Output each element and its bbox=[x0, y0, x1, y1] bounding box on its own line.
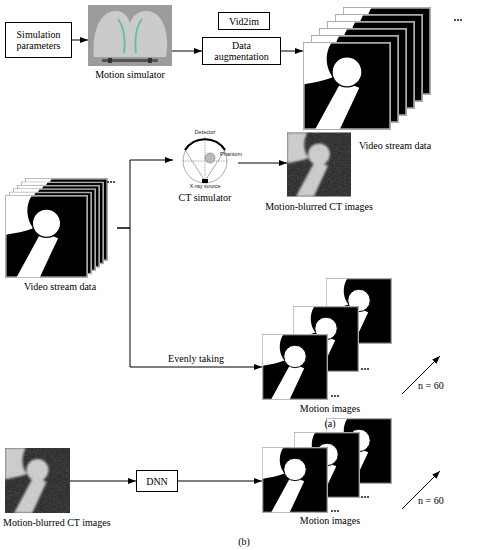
image-stack: Motion images bbox=[262, 278, 392, 400]
flow-arrow bbox=[70, 481, 136, 482]
part-name: X-ray source bbox=[189, 183, 220, 189]
image-caption: Motion-blurred CT images bbox=[3, 517, 111, 529]
flow-arrow bbox=[117, 160, 173, 228]
box-text: Data augmentation bbox=[205, 40, 278, 62]
image-caption: Motion simulator bbox=[95, 69, 165, 81]
process-box: Vid2im bbox=[218, 12, 270, 30]
part-name: Phantom bbox=[220, 151, 242, 157]
box-text: Vid2im bbox=[229, 16, 259, 27]
blurred-ct-image bbox=[287, 132, 351, 197]
image-caption: CT simulator bbox=[179, 192, 232, 204]
flow-arrow bbox=[117, 228, 262, 367]
flow-arrow bbox=[281, 51, 303, 52]
image-caption: Video stream data bbox=[359, 140, 431, 152]
ct-image: Motion-blurred CT images bbox=[287, 132, 351, 197]
ct-geometry bbox=[173, 128, 238, 190]
image-caption: Motion images bbox=[300, 403, 360, 415]
flow-arrow bbox=[178, 481, 262, 482]
network-box: DNN bbox=[136, 470, 178, 492]
edge-label: Evenly taking bbox=[168, 353, 224, 365]
frame-stack bbox=[262, 418, 392, 513]
video-stack: Video stream data bbox=[5, 178, 117, 278]
image-stack: Motion images bbox=[262, 418, 392, 513]
count-label: n = 60 bbox=[418, 380, 444, 391]
panel-label: (a) bbox=[324, 418, 335, 429]
frame-stack bbox=[5, 178, 117, 278]
simulator-image: Motion simulator bbox=[88, 5, 172, 66]
video-stack: Video stream data bbox=[303, 7, 478, 130]
blurred-ct-image bbox=[5, 448, 70, 513]
box-text: Simulation parameters bbox=[8, 29, 69, 51]
motion-simulator-view bbox=[88, 5, 172, 66]
process-box: Data augmentation bbox=[202, 37, 281, 65]
image-caption: Motion-blurred CT images bbox=[265, 201, 373, 213]
process-box: Simulation parameters bbox=[5, 22, 72, 58]
ct-image: Motion-blurred CT images bbox=[5, 448, 70, 513]
flow-arrow bbox=[238, 163, 287, 164]
count-label: n = 60 bbox=[418, 495, 444, 506]
image-caption: Video stream data bbox=[24, 281, 96, 293]
part-name: Detector bbox=[195, 129, 216, 135]
image-caption: Motion images bbox=[300, 515, 360, 527]
frame-stack bbox=[262, 278, 392, 400]
frame-stack bbox=[303, 7, 478, 130]
panel-label: (b) bbox=[238, 536, 250, 547]
ct-simulator-image: CT simulator bbox=[173, 128, 238, 190]
flow-arrow bbox=[72, 40, 88, 41]
flow-arrow bbox=[172, 51, 202, 52]
box-text: DNN bbox=[146, 476, 168, 487]
